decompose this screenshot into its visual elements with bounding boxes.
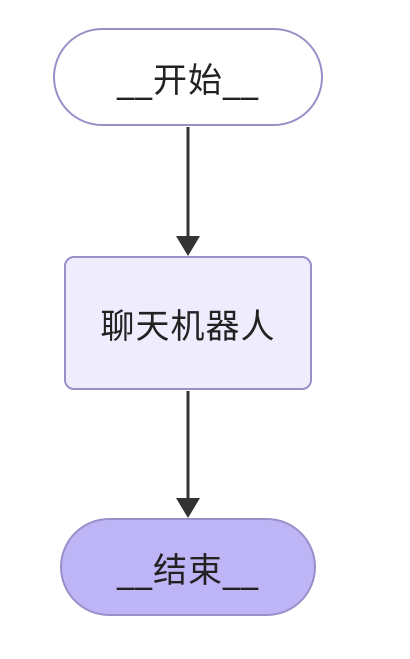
node-end[interactable]: __结束__ bbox=[60, 518, 316, 616]
node-chatbot[interactable]: 聊天机器人 bbox=[64, 256, 312, 390]
node-start[interactable]: __开始__ bbox=[53, 28, 323, 126]
node-start-label: __开始__ bbox=[117, 60, 259, 101]
edge-start-to-chatbot bbox=[176, 127, 200, 256]
arrowhead bbox=[176, 498, 200, 518]
arrowhead bbox=[176, 236, 200, 256]
node-chatbot-label: 聊天机器人 bbox=[100, 306, 276, 347]
edge-chatbot-to-end bbox=[176, 391, 200, 518]
node-end-label: __结束__ bbox=[117, 550, 259, 591]
